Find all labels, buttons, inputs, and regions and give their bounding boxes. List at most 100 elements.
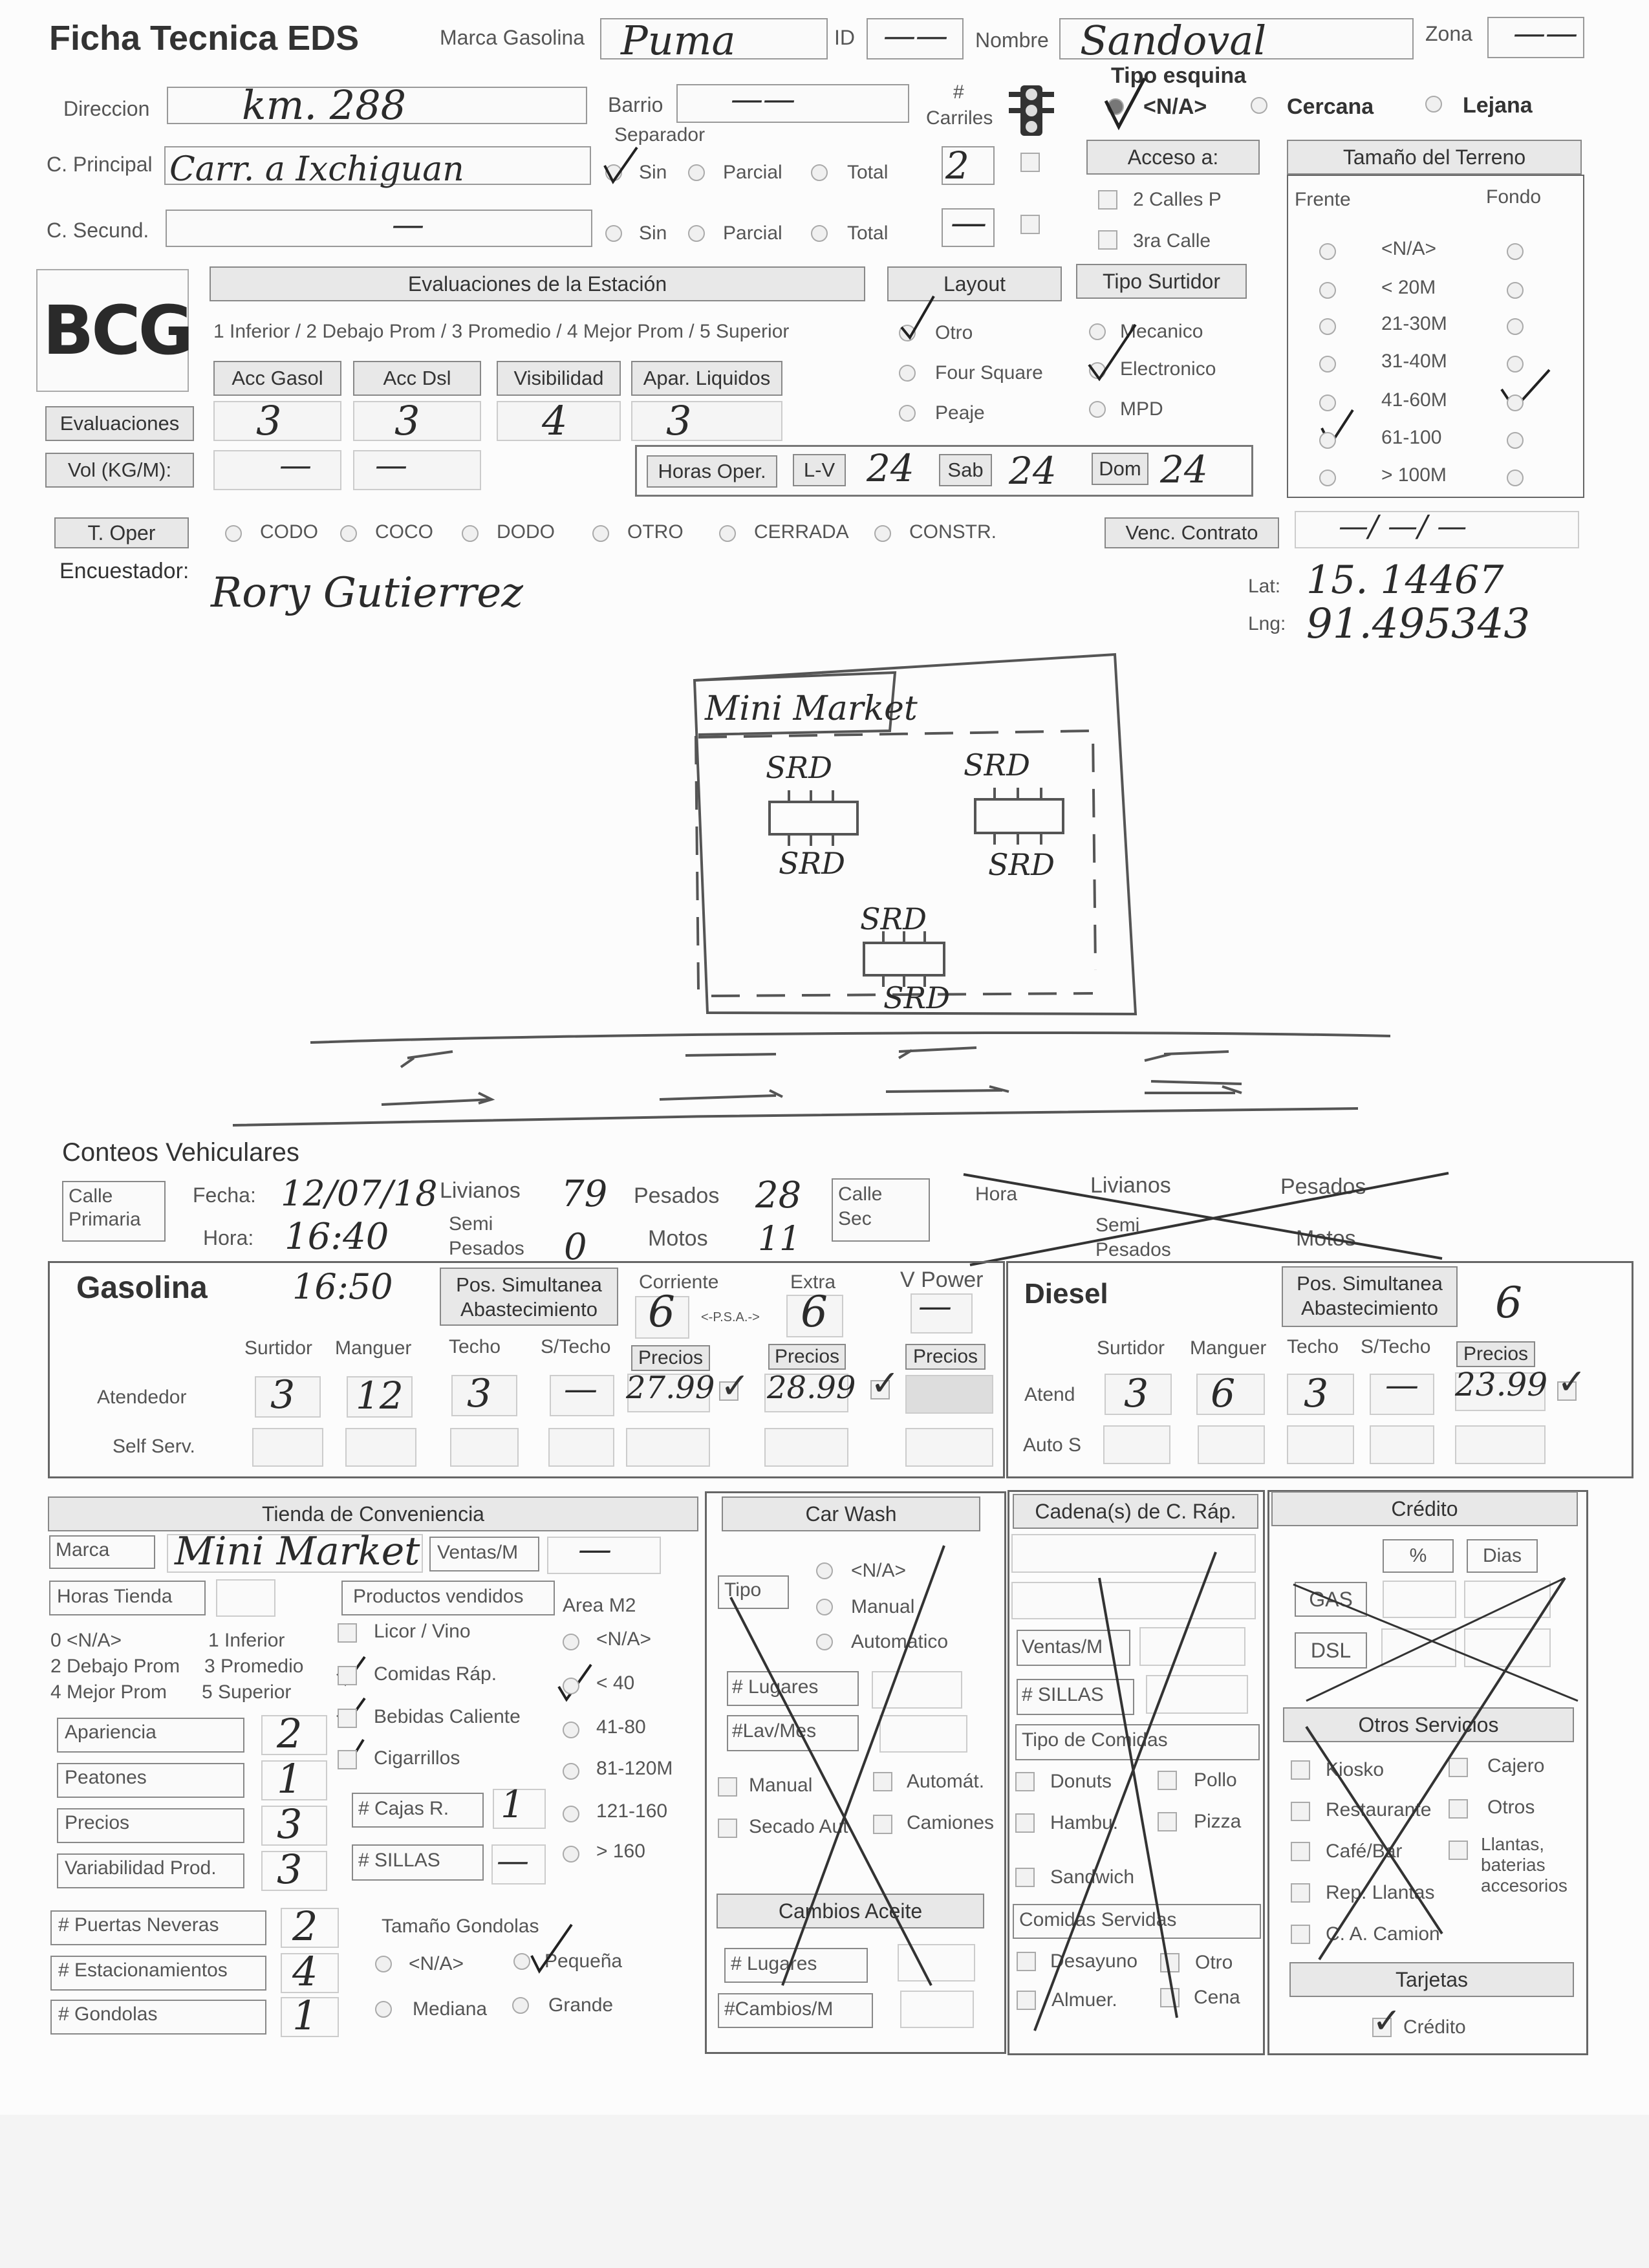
dsl-self-field-4[interactable]	[1455, 1425, 1546, 1464]
terreno-fondo-radio-5[interactable]	[1507, 432, 1524, 449]
area-radio-5[interactable]	[563, 1846, 579, 1863]
carriles-2-field[interactable]	[942, 208, 995, 247]
surtidor-mecanico-radio[interactable]	[1089, 323, 1106, 340]
carriles-1-field[interactable]	[942, 146, 995, 185]
cadena-field-2[interactable]	[1011, 1582, 1256, 1619]
carwash-camiones-check[interactable]	[873, 1815, 892, 1834]
gas-precio-extra-check[interactable]	[870, 1380, 890, 1399]
gas-self-field-2[interactable]	[450, 1428, 519, 1467]
ca-camion-check[interactable]	[1291, 1925, 1310, 1944]
carriles-2-check[interactable]	[1020, 215, 1040, 234]
tarjeta-credito-check[interactable]	[1372, 2018, 1392, 2037]
direccion-field[interactable]	[167, 87, 587, 124]
area-radio-4[interactable]	[563, 1806, 579, 1822]
nombre-field[interactable]	[1059, 18, 1414, 59]
extra-field[interactable]	[786, 1295, 843, 1337]
tienda-rating-field-2[interactable]	[261, 1806, 327, 1846]
esquina-cercana-radio[interactable]	[1251, 97, 1267, 114]
esquina-lejana-radio[interactable]	[1425, 96, 1442, 113]
gas-precio-vpower-field[interactable]	[905, 1375, 993, 1414]
cena-check[interactable]	[1160, 1988, 1180, 2007]
terreno-fondo-radio-1[interactable]	[1507, 282, 1524, 299]
c-secund-field[interactable]	[166, 210, 592, 247]
carwash-automat-check[interactable]	[873, 1772, 892, 1791]
cambios-mes-field[interactable]	[900, 1991, 974, 2028]
area-radio-0[interactable]	[563, 1634, 579, 1650]
pizza-check[interactable]	[1158, 1812, 1177, 1831]
tienda-sillas-field[interactable]	[491, 1844, 546, 1885]
gas-att-manguer-field[interactable]	[347, 1376, 413, 1418]
tienda-estac-field[interactable]	[281, 1953, 339, 1993]
gas-self-field-6[interactable]	[905, 1428, 993, 1467]
eval-visibilidad-field[interactable]	[497, 401, 621, 441]
dsl-self-field-0[interactable]	[1103, 1425, 1170, 1464]
credito-gas-dias-field[interactable]	[1464, 1581, 1551, 1618]
toper-radio-3[interactable]	[592, 525, 609, 542]
terreno-fondo-radio-6[interactable]	[1507, 470, 1524, 486]
tienda-ventas-field[interactable]	[547, 1537, 661, 1574]
terreno-frente-radio-1[interactable]	[1319, 282, 1336, 299]
gas-precio-corriente-check[interactable]	[719, 1381, 738, 1401]
carwash-na-radio[interactable]	[816, 1562, 833, 1579]
producto-check-0[interactable]	[338, 1623, 357, 1643]
tienda-rating-field-0[interactable]	[261, 1715, 327, 1755]
id-field[interactable]	[867, 18, 964, 59]
eval-acc-dsl-field[interactable]	[353, 401, 481, 441]
producto-check-1[interactable]	[338, 1666, 357, 1685]
gas-self-field-4[interactable]	[626, 1428, 710, 1467]
terreno-frente-radio-4[interactable]	[1319, 394, 1336, 411]
credito-gas-pct-field[interactable]	[1383, 1581, 1456, 1618]
dsl-precio-check[interactable]	[1557, 1381, 1577, 1401]
dsl-self-field-2[interactable]	[1287, 1425, 1354, 1464]
carriles-1-check[interactable]	[1020, 153, 1040, 172]
carwash-lavmes-field[interactable]	[879, 1715, 967, 1753]
surtidor-mpd-radio[interactable]	[1089, 401, 1106, 418]
gas-self-field-0[interactable]	[252, 1428, 323, 1467]
llantas-check[interactable]	[1449, 1841, 1468, 1860]
desayuno-check[interactable]	[1017, 1952, 1036, 1971]
tienda-puertas-field[interactable]	[281, 1908, 339, 1948]
cadena-otro-check[interactable]	[1160, 1953, 1180, 1972]
terreno-fondo-radio-4[interactable]	[1507, 394, 1524, 411]
area-radio-1[interactable]	[563, 1678, 579, 1694]
gondola-na-radio[interactable]	[375, 1956, 392, 1972]
sep1-parcial-radio[interactable]	[688, 164, 705, 181]
dsl-att-manguer-field[interactable]	[1196, 1374, 1265, 1415]
venc-field[interactable]	[1295, 511, 1579, 548]
zona-field[interactable]	[1487, 17, 1584, 58]
c-principal-field[interactable]	[164, 146, 591, 185]
cambios-lugares-field[interactable]	[898, 1944, 975, 1982]
cajero-check[interactable]	[1449, 1758, 1468, 1777]
otros-check[interactable]	[1449, 1799, 1468, 1819]
vol-2-field[interactable]	[353, 450, 481, 490]
horas-tienda-field[interactable]	[216, 1579, 275, 1617]
area-radio-2[interactable]	[563, 1722, 579, 1738]
restaurante-check[interactable]	[1291, 1802, 1310, 1821]
toper-radio-0[interactable]	[225, 525, 242, 542]
gas-att-stecho-field[interactable]	[550, 1375, 614, 1416]
terreno-frente-radio-3[interactable]	[1319, 356, 1336, 373]
toper-radio-1[interactable]	[340, 525, 357, 542]
tienda-gondolas-field[interactable]	[281, 1997, 339, 2037]
carwash-manual-radio[interactable]	[816, 1599, 833, 1615]
kiosko-check[interactable]	[1291, 1760, 1310, 1780]
cadena-ventas-field[interactable]	[1139, 1627, 1245, 1666]
carwash-manual-check[interactable]	[718, 1777, 737, 1797]
gas-precio-extra-field[interactable]	[764, 1374, 848, 1412]
gas-att-techo-field[interactable]	[451, 1375, 517, 1416]
sandwich-check[interactable]	[1015, 1868, 1035, 1887]
layout-peaje-radio[interactable]	[899, 405, 916, 422]
toper-radio-4[interactable]	[719, 525, 736, 542]
pollo-check[interactable]	[1158, 1771, 1177, 1790]
terreno-frente-radio-0[interactable]	[1319, 243, 1336, 260]
vol-1-field[interactable]	[213, 450, 341, 490]
area-radio-3[interactable]	[563, 1763, 579, 1780]
acceso-3ra-check[interactable]	[1098, 230, 1117, 250]
dsl-att-surtidor-field[interactable]	[1105, 1374, 1172, 1415]
toper-radio-5[interactable]	[874, 525, 891, 542]
terreno-fondo-radio-2[interactable]	[1507, 318, 1524, 335]
producto-check-2[interactable]	[338, 1709, 357, 1728]
carwash-auto-radio[interactable]	[816, 1634, 833, 1650]
terreno-frente-radio-5[interactable]	[1319, 432, 1336, 449]
gondola-grande-radio[interactable]	[512, 1997, 529, 2014]
